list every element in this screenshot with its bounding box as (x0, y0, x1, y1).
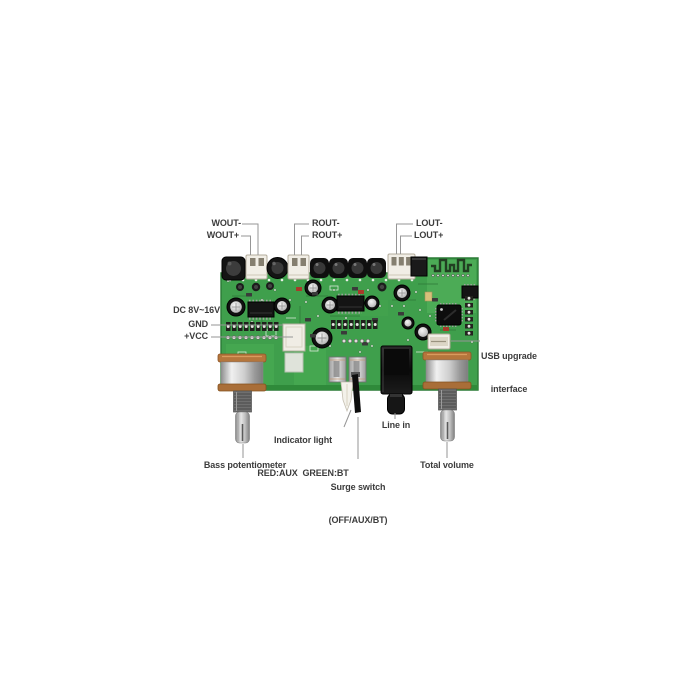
wout-connector (245, 254, 268, 280)
usb-connector (427, 333, 451, 350)
bluetooth-chip (435, 303, 463, 327)
label-usb-upgrade-line2: interface (490, 384, 528, 394)
line-in-jack (380, 345, 413, 415)
electrolytic-capacitors (226, 279, 432, 349)
label-indicator-line2: RED:AUX GREEN:BT (257, 468, 349, 478)
led-component (424, 291, 433, 302)
center-header (331, 320, 378, 344)
soic-ic (336, 293, 365, 314)
rout-connector (287, 254, 310, 280)
label-lout-plus: LOUT+ (414, 230, 444, 240)
label-indicator-light: Indicator light RED:AUX GREEN:BT (256, 413, 350, 490)
label-dc-voltage: DC 8V~16V (173, 305, 220, 315)
label-wout-plus: WOUT+ (206, 230, 239, 240)
inductor (266, 257, 289, 279)
right-header (465, 296, 473, 336)
label-bass-potentiometer: Bass potentiometer (203, 460, 287, 470)
bluetooth-antenna (431, 258, 472, 277)
soic-ic (247, 299, 275, 320)
small-capacitors (236, 282, 387, 292)
indicator-led (340, 381, 354, 413)
label-surge-line2: (OFF/AUX/BT) (328, 515, 388, 525)
switch-lever (351, 372, 361, 413)
volume-potentiometer (422, 351, 472, 442)
callout-lines (211, 223, 480, 459)
label-surge-switch: Surge switch (OFF/AUX/BT) (316, 460, 400, 537)
label-surge-line1: Surge switch (330, 482, 386, 492)
power-transistor (410, 256, 428, 277)
label-lout-minus: LOUT- (416, 218, 443, 228)
label-usb-upgrade-line1: USB upgrade (481, 351, 537, 361)
label-vcc: +VCC (184, 331, 208, 341)
label-line-in: Line in (381, 420, 411, 430)
bass-potentiometer (217, 353, 267, 444)
label-rout-minus: ROUT- (312, 218, 340, 228)
label-rout-plus: ROUT+ (312, 230, 343, 240)
inductor (221, 256, 246, 281)
label-wout-minus: WOUT- (211, 218, 242, 228)
label-total-volume: Total volume (420, 460, 474, 470)
label-gnd: GND (188, 319, 208, 329)
eeprom-chip (461, 284, 479, 300)
lout-connector (387, 253, 416, 280)
white-component (284, 352, 304, 373)
label-usb-upgrade: USB upgrade interface (480, 329, 538, 406)
label-indicator-line1: Indicator light (274, 435, 332, 445)
inductor-bank (310, 258, 386, 278)
